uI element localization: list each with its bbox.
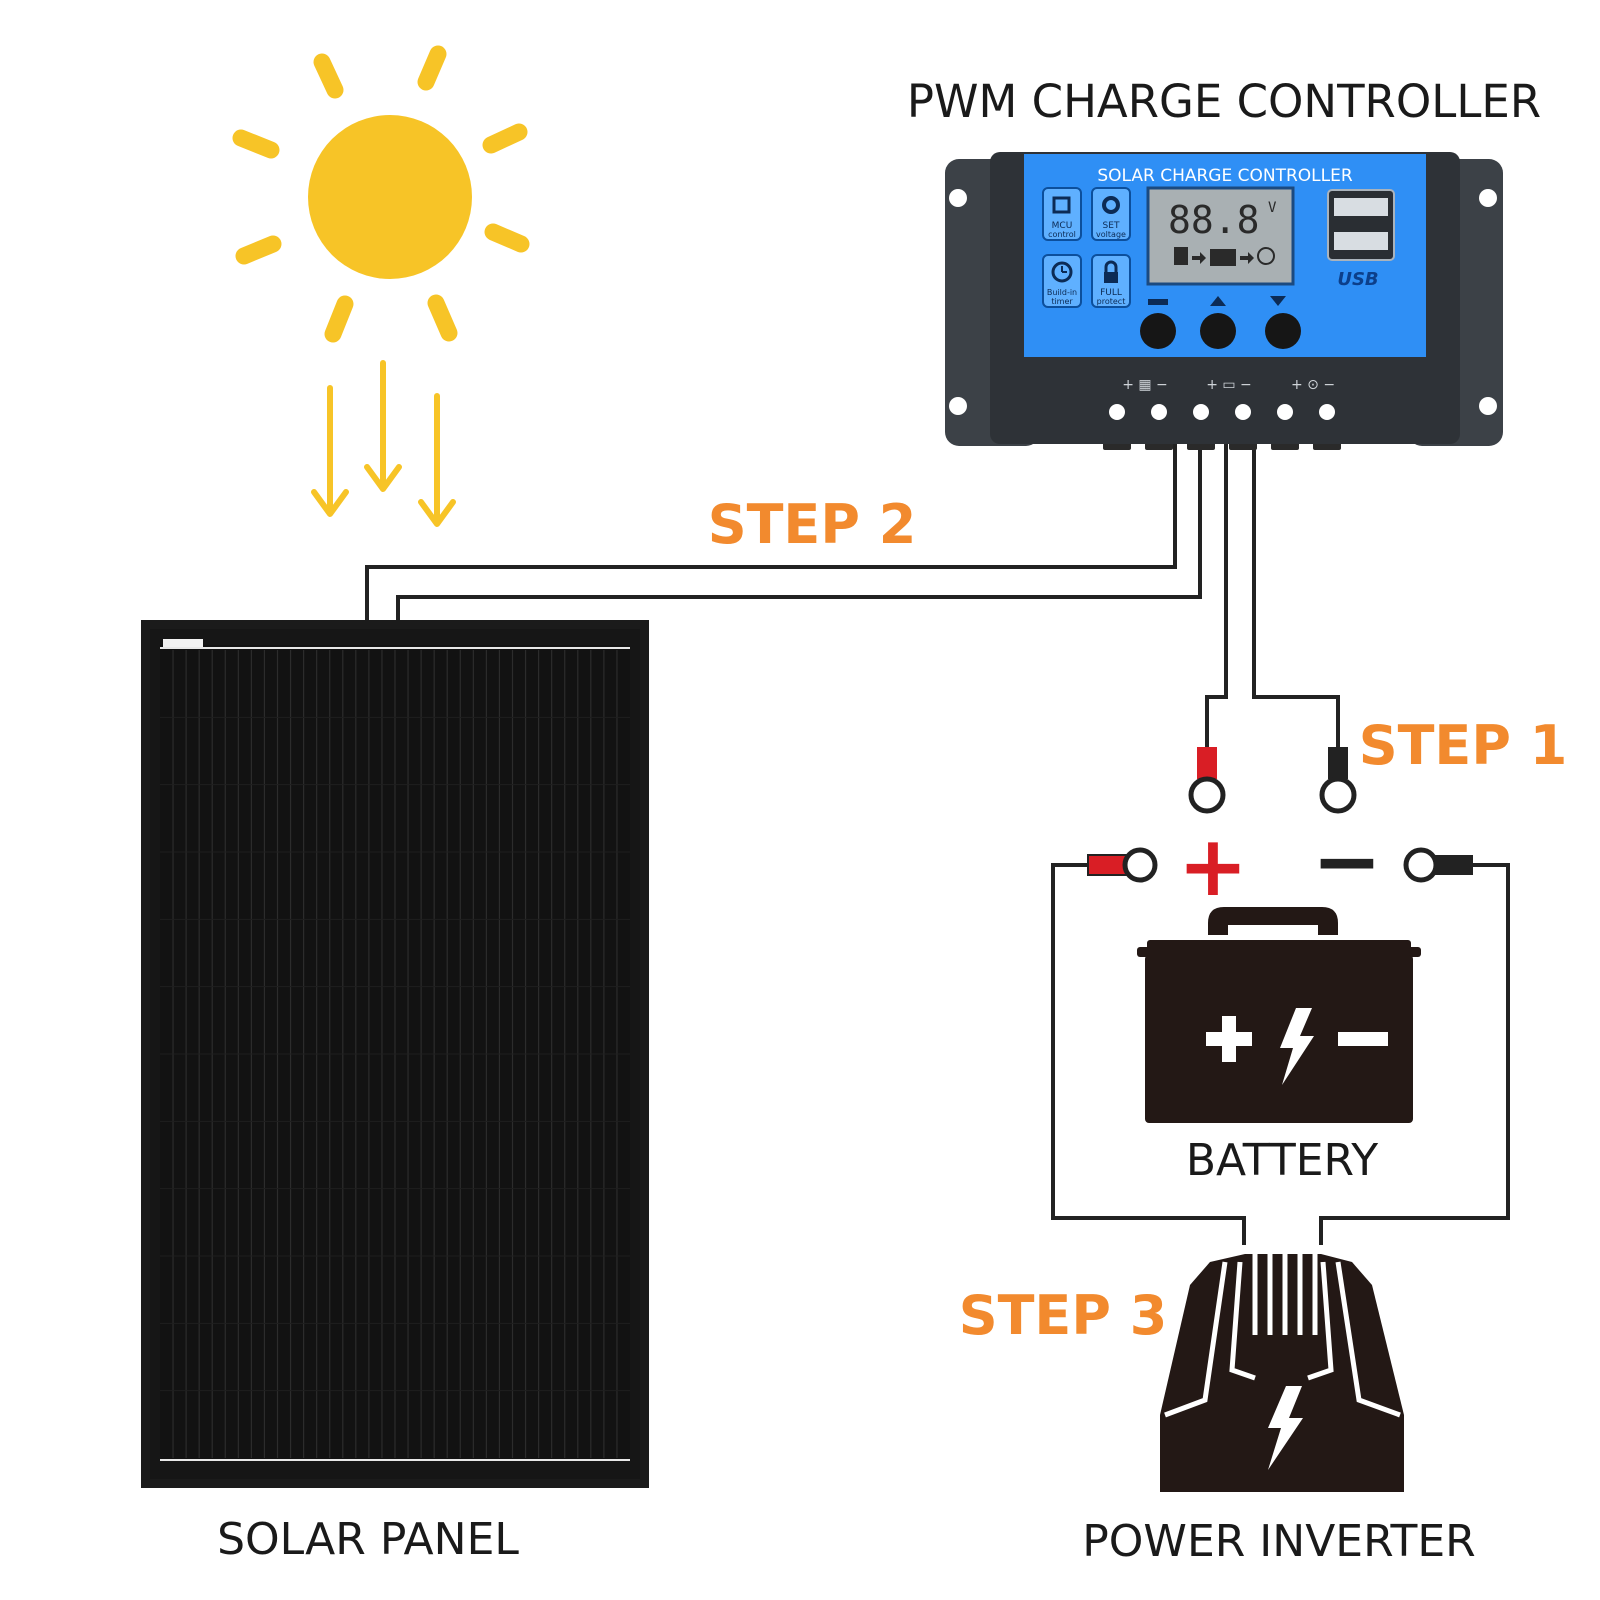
menu-icon	[1148, 299, 1168, 305]
controller-feature-icons: MCU control SET voltage Build-in timer F…	[1042, 187, 1131, 308]
wire-battery-to-inverter	[1051, 863, 1510, 1245]
up-triangle-icon	[1210, 296, 1226, 306]
black-lead-tip	[1328, 747, 1348, 779]
knob-right	[1265, 313, 1301, 349]
usb-icon: USB	[1337, 269, 1378, 290]
svg-text:Build-in: Build-in	[1047, 288, 1077, 297]
svg-text:MCU: MCU	[1052, 221, 1073, 231]
down-triangle-icon	[1270, 296, 1286, 306]
svg-text:V: V	[1268, 200, 1277, 216]
step-2-label: STEP 2	[708, 493, 917, 556]
clock-icon	[1051, 261, 1073, 283]
svg-text:control: control	[1048, 230, 1076, 239]
step-3-label: STEP 3	[959, 1284, 1168, 1347]
usb-ports: USB	[1327, 189, 1395, 290]
svg-text:protect: protect	[1097, 297, 1126, 306]
red-lead-tip	[1197, 747, 1217, 779]
panel-label-sticker	[163, 639, 203, 647]
mcu-chip-icon	[1052, 196, 1071, 214]
controller-title: PWM CHARGE CONTROLLER	[907, 75, 1541, 128]
plus-sign: +	[1178, 817, 1248, 915]
battery-label: BATTERY	[1186, 1135, 1378, 1186]
svg-text:SET: SET	[1103, 221, 1120, 231]
controller-knobs	[1140, 296, 1301, 349]
arrow-down-icon	[311, 385, 349, 517]
svg-text:+ ⊙ −: + ⊙ −	[1291, 377, 1335, 393]
charge-controller: SOLAR CHARGE CONTROLLER MCU control SET …	[945, 152, 1503, 450]
wire-panel-to-controller	[365, 442, 1202, 620]
svg-text:88.8: 88.8	[1168, 198, 1260, 242]
arrow-down-icon	[364, 360, 402, 492]
power-inverter-icon	[1160, 1250, 1404, 1492]
controller-lcd-display: 88.8 V	[1146, 186, 1295, 286]
battery-leads	[1188, 747, 1357, 814]
svg-text:FULL: FULL	[1100, 288, 1122, 298]
svg-text:+ ▭ −: + ▭ −	[1206, 377, 1252, 393]
controller-terminals: + ▦ − + ▭ − + ⊙ −	[1109, 377, 1335, 420]
lock-icon	[1104, 272, 1118, 283]
svg-text:timer: timer	[1051, 297, 1073, 306]
wire-controller-to-battery	[1205, 442, 1340, 750]
battery-icon	[1137, 907, 1421, 1123]
lcd-status-icons	[1174, 247, 1275, 266]
sunlight-arrows	[311, 360, 456, 527]
solar-panel	[141, 620, 649, 1488]
arrow-down-icon	[418, 393, 456, 527]
wires	[365, 442, 1510, 1245]
minus-sign: −	[1312, 812, 1382, 910]
knob-left	[1140, 313, 1176, 349]
svg-text:+ ▦ −: + ▦ −	[1122, 377, 1168, 393]
gear-icon	[1102, 196, 1120, 214]
svg-text:voltage: voltage	[1096, 230, 1126, 239]
sun-icon	[232, 45, 530, 343]
knob-middle	[1200, 313, 1236, 349]
solar-cell-grid	[160, 650, 630, 1458]
solar-panel-label: SOLAR PANEL	[217, 1514, 519, 1565]
step-1-label: STEP 1	[1359, 714, 1568, 777]
power-inverter-label: POWER INVERTER	[1082, 1516, 1475, 1567]
inverter-leads	[1087, 847, 1473, 883]
controller-panel-title: SOLAR CHARGE CONTROLLER	[1097, 166, 1353, 186]
